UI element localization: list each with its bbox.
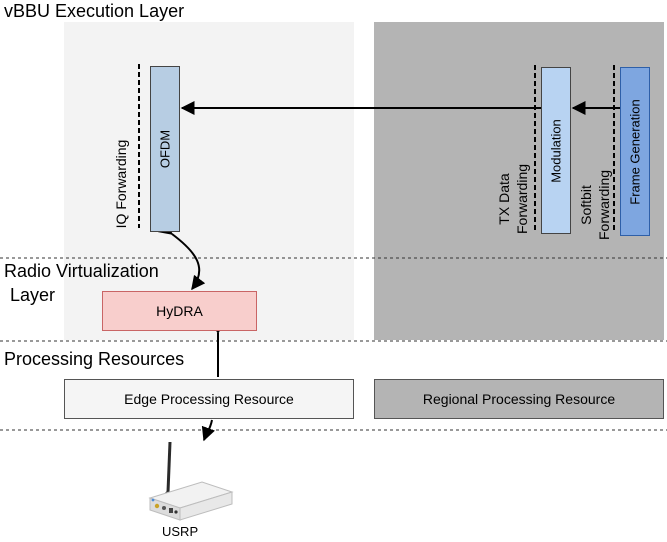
frame-generation-block: Frame Generation [620, 67, 650, 236]
ofdm-hydra-link [157, 220, 206, 291]
tx-data-forwarding-label: TX Data Forwarding [496, 163, 530, 235]
modulation-block: Modulation [541, 67, 571, 234]
edge-processing-resource: Edge Processing Resource [64, 379, 354, 419]
frame-generation-label: Frame Generation [627, 98, 643, 205]
radio-virtualization-title-line2: Layer [10, 285, 56, 305]
edge-execution-panel [64, 22, 354, 340]
hydra-label: HyDRA [156, 303, 203, 319]
edge-usrp-link [201, 419, 215, 442]
edge-resource-label: Edge Processing Resource [124, 391, 294, 407]
modulation-label: Modulation [548, 118, 564, 183]
iq-forwarding-label: IQ Forwarding [113, 139, 129, 229]
regional-resource-label: Regional Processing Resource [422, 391, 616, 407]
regional-processing-resource: Regional Processing Resource [374, 379, 664, 419]
usrp-radio-icon [148, 441, 234, 521]
ofdm-label: OFDM [157, 129, 173, 169]
ofdm-block: OFDM [150, 66, 180, 232]
processing-resources-title: Processing Resources [4, 349, 185, 369]
hydra-block: HyDRA [102, 291, 257, 331]
regional-execution-panel [374, 22, 664, 340]
radio-virtualization-title: Radio Virtualization [4, 261, 159, 281]
softbit-forwarding-label: Softbit Forwarding [578, 169, 612, 241]
usrp-label: USRP [162, 524, 199, 539]
vbbu-layer-title: vBBU Execution Layer [4, 1, 185, 21]
